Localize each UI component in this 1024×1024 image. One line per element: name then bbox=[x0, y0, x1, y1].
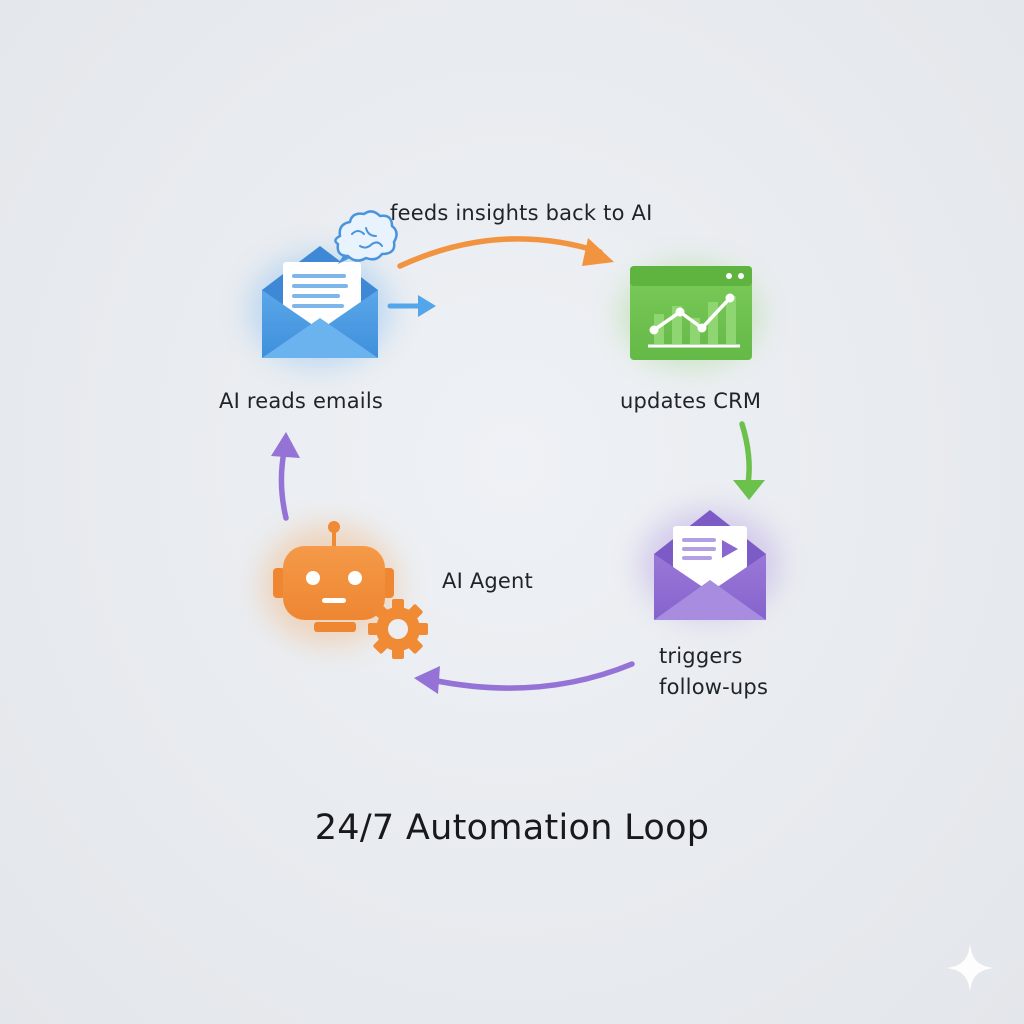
followup-envelope-icon bbox=[654, 510, 766, 620]
step-label-updates-crm: updates CRM bbox=[620, 389, 762, 413]
orange-arrow bbox=[397, 236, 614, 269]
gear-icon bbox=[368, 599, 428, 659]
diagram-title: 24/7 Automation Loop bbox=[314, 808, 710, 848]
brain-icon bbox=[334, 210, 398, 264]
edge-label-feeds-insights: feeds insights back to AI bbox=[390, 201, 653, 225]
robot-icon bbox=[273, 521, 394, 632]
sparkle-icon bbox=[946, 944, 994, 992]
purple-arrow-bottom bbox=[414, 661, 635, 694]
blue-arrow bbox=[387, 295, 436, 317]
step-label-triggers-followups: triggers follow-ups bbox=[659, 641, 768, 703]
step-label-reads-emails: AI reads emails bbox=[219, 389, 383, 413]
step-label-ai-agent: AI Agent bbox=[442, 569, 533, 593]
email-envelope-icon bbox=[262, 246, 378, 358]
crm-chart-icon bbox=[630, 266, 752, 360]
step-label-triggers-line2: follow-ups bbox=[659, 675, 769, 699]
step-label-triggers-line1: triggers bbox=[659, 644, 743, 668]
green-arrow bbox=[733, 421, 765, 500]
purple-arrow-up bbox=[271, 432, 300, 521]
